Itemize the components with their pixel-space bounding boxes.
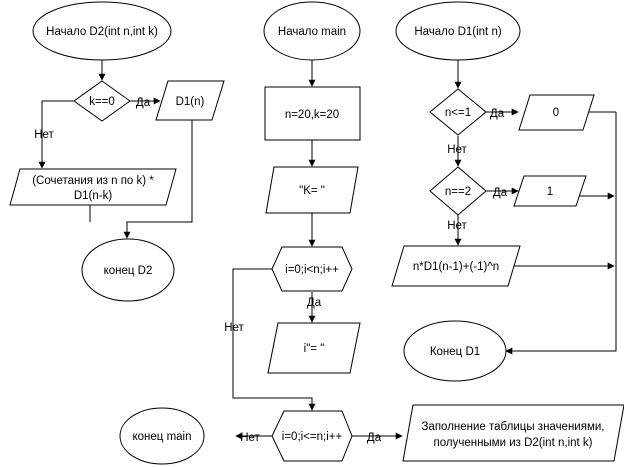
end-main-terminator <box>119 407 205 465</box>
d1-cond1-yes-label: Да <box>490 108 505 120</box>
d2-comb-label-1: (Сочетания из n по k) * <box>32 175 154 187</box>
main-fill-io <box>402 404 624 462</box>
start-d1-label: Начало D1(int n) <box>414 26 502 38</box>
main-init-label: n=20,k=20 <box>285 109 339 121</box>
edge-loop1-no-to-loop2 <box>232 268 316 411</box>
start-d2-terminator <box>32 1 172 61</box>
main-print-k-label: "K= " <box>299 185 325 197</box>
end-main-label: конец main <box>132 431 191 443</box>
main-print-k-io <box>265 166 359 214</box>
main-fill-label-2: полученными из D2(int n,int k) <box>434 437 593 449</box>
d1-formula-io <box>391 245 521 287</box>
d1-cond2-no-label: Нет <box>447 220 467 232</box>
main-loop2-label: i=0;i<=n;i++ <box>282 431 343 443</box>
d2-comb-io <box>9 168 177 206</box>
d1-out-1-io <box>513 175 587 207</box>
start-d2-label: Начало D2(int n,int k) <box>46 26 158 38</box>
start-main-label: Начало main <box>278 26 346 38</box>
edges <box>38 60 617 440</box>
d2-comb-label-2: D1(n-k) <box>74 190 113 202</box>
main-loop1-label: i=0;i<n;i++ <box>285 264 339 276</box>
main-loop2-hexagon <box>271 410 353 462</box>
d2-function: Начало D2(int n,int k) k==0 D1(n) (Сочет… <box>9 1 225 302</box>
d2-out-d1n-label: D1(n) <box>176 96 205 108</box>
n-eq-2-decision <box>429 166 487 216</box>
loop2-yes-label: Да <box>367 432 382 444</box>
d1-out-0-label: 0 <box>553 107 559 119</box>
start-main-terminator <box>263 1 361 61</box>
d2-no-label: Нет <box>34 129 54 141</box>
d2-yes-label: Да <box>136 97 151 109</box>
d2-out-d1n-io <box>155 80 225 121</box>
end-d1-terminator <box>403 320 507 382</box>
k-eq-0-decision <box>73 80 131 122</box>
main-loop1-hexagon <box>271 246 353 292</box>
loop2-no-label: Нет <box>240 432 260 444</box>
loop1-yes-label: Да <box>307 297 322 309</box>
main-print-i-label: i"= " <box>304 343 325 355</box>
n-eq-2-label: n==2 <box>445 186 471 198</box>
d1-out-0-io <box>518 94 595 131</box>
loop1-no-label: Нет <box>224 322 244 334</box>
d1-formula-label: n*D1(n-1)+(-1)^n <box>413 261 499 273</box>
end-d2-label: конец D2 <box>104 265 153 277</box>
d1-out-1-label: 1 <box>547 186 553 198</box>
n-le-1-label: n<=1 <box>445 107 471 119</box>
end-d1-label: Конец D1 <box>430 346 480 358</box>
start-d1-terminator <box>395 1 521 61</box>
n-le-1-decision <box>429 88 487 136</box>
main-function: Начало main n=20,k=20 "K= " i=0;i<n;i++ … <box>119 1 624 465</box>
edge-d1n-to-end-d2 <box>123 120 193 239</box>
end-d2-terminator <box>81 238 175 302</box>
edge-collector-to-end-d1 <box>505 112 617 355</box>
main-init-process <box>264 86 361 141</box>
main-print-i-io <box>267 322 361 374</box>
edge-k-eq-0-no-to-comb <box>38 100 74 169</box>
d1-cond2-yes-label: Да <box>493 187 508 199</box>
d1-function: Начало D1(int n) n<=1 0 n==2 1 n*D1(n-1)… <box>391 1 595 382</box>
main-fill-label-1: Заполнение таблицы значениями, <box>421 421 604 433</box>
k-eq-0-label: k==0 <box>89 96 115 108</box>
d1-cond1-no-label: Нет <box>447 144 467 156</box>
